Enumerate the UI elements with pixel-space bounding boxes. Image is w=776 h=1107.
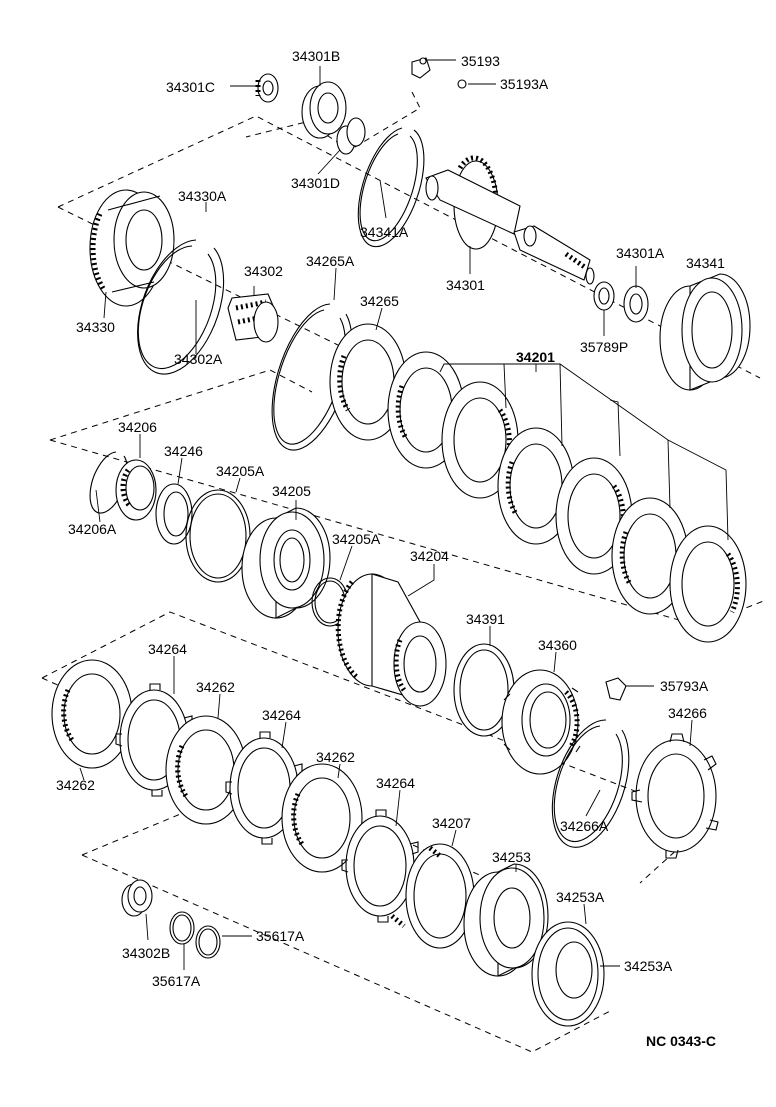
label-35617A-2: 35617A [152, 973, 201, 989]
leader-lines [79, 59, 693, 970]
part-34204-gear [335, 573, 447, 707]
label-34205A-2: 34205A [332, 531, 381, 547]
part-34264-plate-2 [225, 731, 303, 845]
label-34264-2: 34264 [262, 707, 301, 723]
part-34341-drum [659, 273, 751, 391]
part-34330A-snap-ring [137, 239, 225, 375]
part-34262-plate-1 [51, 659, 133, 769]
part-34301D-sleeve [336, 117, 366, 155]
part-34262-plate-3 [281, 763, 363, 873]
label-35617A-1: 35617A [256, 928, 305, 944]
label-34204: 34204 [410, 548, 449, 564]
part-34301-shaft [425, 155, 595, 285]
part-35617A-seals [169, 911, 221, 959]
label-34301: 34301 [446, 277, 485, 293]
label-34302B: 34302B [122, 945, 170, 961]
label-35193A: 35193A [500, 76, 549, 92]
label-34205: 34205 [272, 483, 311, 499]
label-34264-3: 34264 [376, 775, 415, 791]
label-34206: 34206 [118, 419, 157, 435]
part-34301C-nut [255, 73, 279, 103]
part-34330-gear [89, 189, 175, 307]
part-35193-clip [411, 57, 467, 89]
label-34266A: 34266A [560, 818, 609, 834]
part-34205-piston [241, 507, 331, 619]
part-34206-bearing [115, 459, 157, 521]
part-labels: 34301B 35193 34301C 35193A 34301D 34330A… [56, 48, 725, 1049]
diagram-code: NC 0343-C [646, 1033, 716, 1049]
part-34360-clutch [501, 669, 581, 775]
label-34253A-1: 34253A [556, 889, 605, 905]
label-34341: 34341 [686, 255, 725, 271]
label-34253A-2: 34253A [624, 958, 673, 974]
label-34265A: 34265A [306, 253, 355, 269]
label-34246: 34246 [164, 443, 203, 459]
part-34301A-bearing [623, 285, 649, 323]
label-34301D: 34301D [291, 175, 340, 191]
label-35789P: 35789P [580, 339, 628, 355]
label-34262-3: 34262 [56, 777, 95, 793]
part-34301B-bearing [301, 81, 347, 139]
label-34207: 34207 [432, 815, 471, 831]
label-35793A: 35793A [660, 678, 709, 694]
part-34265-plate [329, 323, 407, 441]
part-35789P-washer [593, 281, 615, 311]
label-34262-2: 34262 [316, 749, 355, 765]
part-34341A-snap-ring [357, 127, 425, 248]
label-34301A: 34301A [616, 245, 665, 261]
label-34301C: 34301C [166, 79, 215, 95]
label-34330A: 34330A [178, 188, 227, 204]
label-34201: 34201 [516, 349, 555, 365]
part-34253A-seal [531, 921, 605, 1027]
part-34253-piston [463, 863, 549, 977]
part-34302-clutch [227, 293, 279, 343]
label-34302A: 34302A [174, 351, 223, 367]
label-34391: 34391 [466, 611, 505, 627]
label-34341A: 34341A [360, 224, 409, 240]
part-35793A-clip [605, 677, 627, 701]
label-34266: 34266 [668, 705, 707, 721]
label-34301B: 34301B [292, 48, 340, 64]
label-34253: 34253 [492, 849, 531, 865]
part-34266-plate [631, 733, 719, 859]
label-34264-1: 34264 [148, 641, 187, 657]
label-34265: 34265 [360, 293, 399, 309]
part-34205A-seal [185, 489, 251, 583]
label-34360: 34360 [538, 637, 577, 653]
label-34302: 34302 [244, 263, 283, 279]
part-34246-ring [155, 483, 193, 545]
label-34262-1: 34262 [196, 679, 235, 695]
label-34330: 34330 [76, 319, 115, 335]
label-35193: 35193 [461, 53, 500, 69]
label-34206A: 34206A [68, 521, 117, 537]
part-34302B-sleeve [121, 879, 153, 917]
part-34266A-snap-ring [551, 719, 630, 848]
label-34205A-1: 34205A [216, 463, 265, 479]
part-34201-plate-stack [387, 351, 747, 643]
